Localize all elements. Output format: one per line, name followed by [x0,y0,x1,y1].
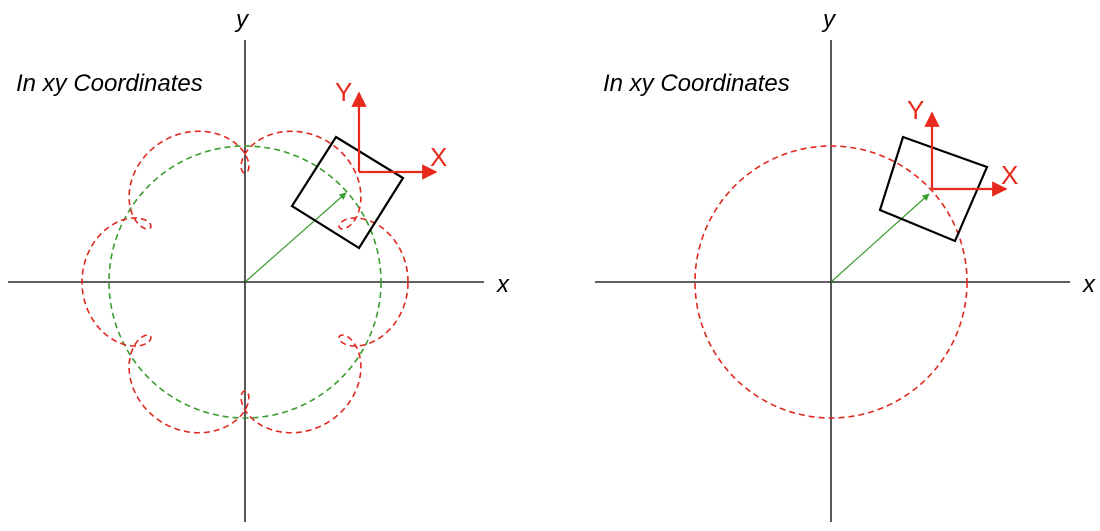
left-x-axis-label: x [496,271,510,298]
right-position-vector [830,193,930,283]
right-panel: x y In xy Coordinates X Y [595,6,1096,522]
left-panel-title: In xy Coordinates [16,70,203,97]
left-epicycle-path [81,130,409,434]
left-rotated-square [290,135,405,250]
left-panel: x y In xy Coordinates X Y [8,6,510,522]
right-body-path-circle [694,145,968,419]
right-body-y-label: Y [907,95,924,125]
left-body-x-label: X [430,142,447,172]
left-y-axis-label: y [234,6,250,33]
right-body-x-label: X [1001,160,1018,190]
right-y-axis-label: y [821,6,837,33]
right-x-axis-label: x [1082,271,1096,298]
right-panel-title: In xy Coordinates [603,70,790,97]
left-position-vector [244,192,347,283]
left-body-y-label: Y [335,77,352,107]
left-center-path-circle [108,145,382,419]
right-rotated-square [878,135,989,243]
